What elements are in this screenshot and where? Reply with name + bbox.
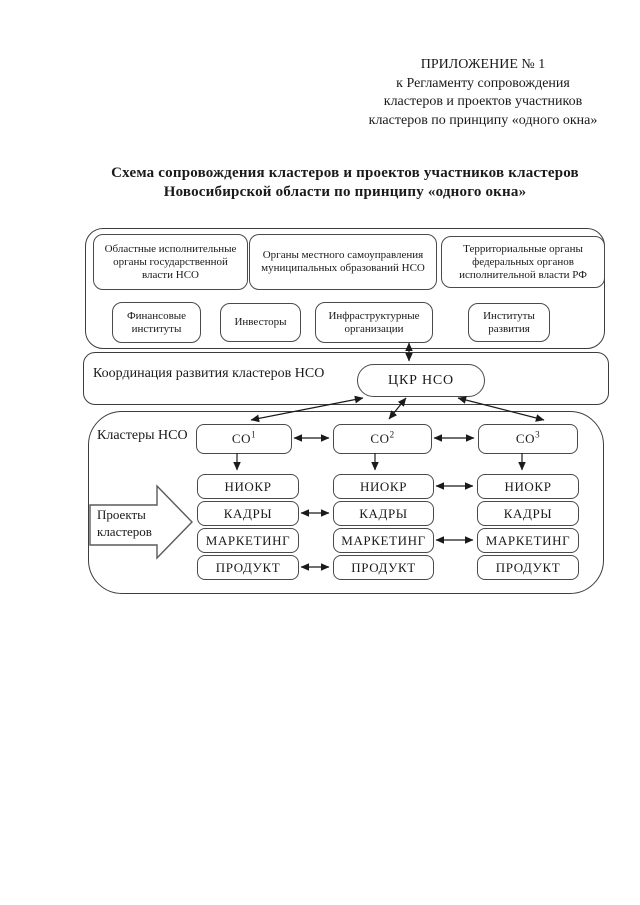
- regional-authorities-box: Областные исполнительные органы государс…: [93, 234, 248, 290]
- diagram-title: Схема сопровождения кластеров и проектов…: [60, 164, 630, 202]
- coordination-label: Координация развития кластеров НСО: [93, 366, 325, 381]
- appendix-header-line: кластеров по принципу «одного окна»: [368, 112, 598, 128]
- diagram-title-line2: Новосибирской области по принципу «одног…: [163, 184, 527, 200]
- kadry-box-col2: КАДРЫ: [333, 501, 434, 526]
- investors-label: Инвесторы: [234, 316, 287, 328]
- niokr-label: НИОКР: [504, 478, 552, 494]
- federal-authorities-label: Территориальные органы федеральных орган…: [459, 242, 587, 281]
- marketing-box-col3: МАРКЕТИНГ: [477, 528, 579, 553]
- cluster-co1-label: СО1: [231, 429, 257, 446]
- cluster-co3-box: СО3: [478, 424, 578, 454]
- produkt-label: ПРОДУКТ: [351, 559, 416, 575]
- produkt-box-col3: ПРОДУКТ: [477, 555, 579, 580]
- clusters-label: Кластеры НСО: [97, 428, 188, 443]
- marketing-label: МАРКЕТИНГ: [485, 532, 571, 548]
- regional-authorities-label: Областные исполнительные органы государс…: [104, 242, 237, 281]
- marketing-label: МАРКЕТИНГ: [205, 532, 291, 548]
- ckr-nso-label: ЦКР НСО: [388, 372, 454, 388]
- produkt-box-col2: ПРОДУКТ: [333, 555, 434, 580]
- kadry-label: КАДРЫ: [359, 505, 408, 521]
- niokr-label: НИОКР: [224, 478, 272, 494]
- appendix-header-line: к Регламенту сопровождения: [396, 75, 570, 91]
- financial-institutions-label: Финансовые институты: [126, 309, 187, 335]
- municipal-authorities-box: Органы местного самоуправления муниципал…: [249, 234, 437, 290]
- marketing-label: МАРКЕТИНГ: [341, 532, 426, 548]
- ckr-nso-node: ЦКР НСО: [357, 364, 485, 397]
- appendix-header-line: ПРИЛОЖЕНИЕ № 1: [420, 57, 546, 72]
- development-institutions-box: Институты развития: [468, 303, 550, 342]
- produkt-label: ПРОДУКТ: [215, 559, 281, 575]
- kadry-label: КАДРЫ: [223, 505, 273, 521]
- niokr-box-col2: НИОКР: [333, 474, 434, 499]
- projects-label: Проекты кластеров: [97, 507, 152, 539]
- produkt-label: ПРОДУКТ: [495, 559, 561, 575]
- development-institutions-label: Институты развития: [483, 309, 535, 335]
- kadry-label: КАДРЫ: [503, 505, 553, 521]
- kadry-box-col3: КАДРЫ: [477, 501, 579, 526]
- federal-authorities-box: Территориальные органы федеральных орган…: [441, 236, 605, 288]
- cluster-co1-box: СО1: [196, 424, 292, 454]
- infrastructure-organizations-box: Инфраструктурные организации: [315, 302, 433, 343]
- produkt-box-col1: ПРОДУКТ: [197, 555, 299, 580]
- diagram-title-line1: Схема сопровождения кластеров и проектов…: [111, 165, 579, 181]
- appendix-header: ПРИЛОЖЕНИЕ № 1 к Регламенту сопровождени…: [340, 56, 626, 130]
- investors-box: Инвесторы: [220, 303, 301, 342]
- niokr-box-col1: НИОКР: [197, 474, 299, 499]
- cluster-co3-label: СО3: [515, 429, 541, 446]
- marketing-box-col1: МАРКЕТИНГ: [197, 528, 299, 553]
- niokr-label: НИОКР: [359, 478, 408, 494]
- infrastructure-organizations-label: Инфраструктурные организации: [328, 309, 420, 335]
- municipal-authorities-label: Органы местного самоуправления муниципал…: [261, 249, 425, 274]
- niokr-box-col3: НИОКР: [477, 474, 579, 499]
- cluster-co2-box: СО2: [333, 424, 432, 454]
- appendix-header-line: кластеров и проектов участников: [383, 94, 583, 109]
- marketing-box-col2: МАРКЕТИНГ: [333, 528, 434, 553]
- kadry-box-col1: КАДРЫ: [197, 501, 299, 526]
- financial-institutions-box: Финансовые институты: [112, 302, 201, 343]
- cluster-co2-label: СО2: [370, 429, 395, 446]
